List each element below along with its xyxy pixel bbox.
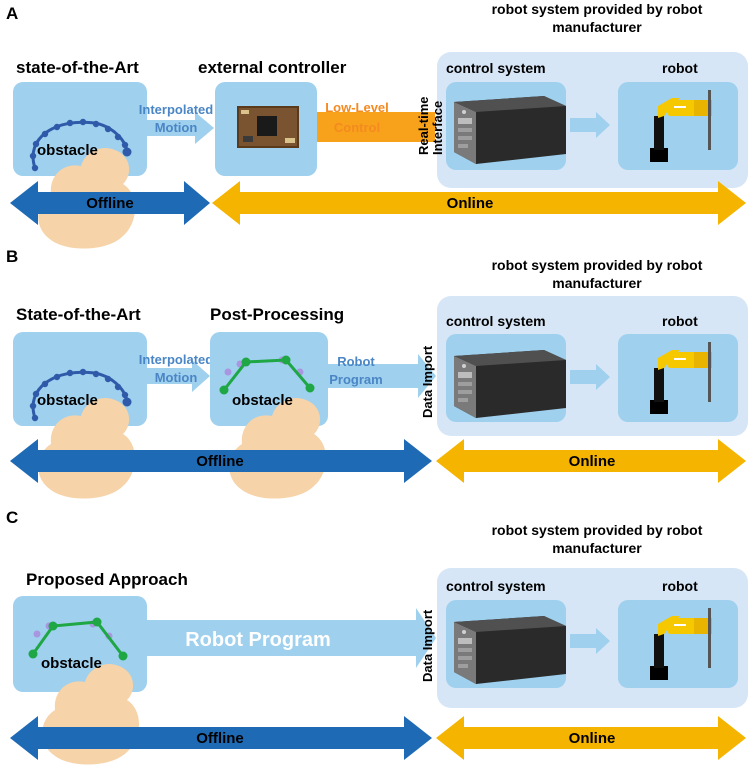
robot-system-title-a-line2: manufacturer [552, 19, 642, 35]
svg-text:Motion: Motion [155, 370, 198, 385]
post-processing-label: Post-Processing [210, 305, 344, 324]
control-system-box-a [446, 82, 566, 170]
robot-box-a [618, 82, 738, 170]
state-of-the-art-box-a: obstacle [13, 82, 147, 249]
green-path-b [219, 355, 315, 395]
svg-text:Real-time: Real-time [416, 96, 431, 155]
proposed-approach-box: obstacle [13, 596, 147, 765]
panel-letter-c: C [6, 508, 18, 527]
real-time-interface-label: Real-time Interface [416, 96, 445, 155]
state-of-the-art-label-a: state-of-the-Art [16, 58, 139, 77]
data-import-label-b: Data Import [420, 345, 435, 418]
control-to-robot-arrow-c [570, 628, 610, 654]
svg-text:Interpolated: Interpolated [139, 102, 213, 117]
robot-label-b: robot [662, 313, 698, 329]
panel-letter-b: B [6, 247, 18, 266]
robot-system-title-b-line2: manufacturer [552, 275, 642, 291]
panel-a: A robot system provided by robot manufac… [6, 1, 748, 249]
robot-label-c: robot [662, 578, 698, 594]
robot-program-arrow-b: Robot Program [328, 354, 436, 398]
svg-text:Interpolated: Interpolated [139, 352, 213, 367]
post-processing-box: obstacle [210, 332, 328, 499]
panel-letter-a: A [6, 4, 18, 23]
state-of-the-art-label-b: State-of-the-Art [16, 305, 141, 324]
control-system-label-a: control system [446, 60, 546, 76]
robot-system-title-c-line1: robot system provided by robot [492, 522, 703, 538]
robot-system-title-c-line2: manufacturer [552, 540, 642, 556]
external-controller-box [215, 82, 317, 176]
control-system-box-b [446, 334, 566, 422]
svg-text:Offline: Offline [86, 195, 134, 212]
svg-text:Low-Level: Low-Level [325, 100, 389, 115]
svg-text:Online: Online [447, 195, 494, 212]
obstacle-label-a: obstacle [37, 142, 98, 159]
svg-text:Robot: Robot [337, 354, 375, 369]
state-of-the-art-box-b: obstacle [13, 332, 147, 499]
online-arrow-b: Online [436, 439, 746, 483]
online-arrow-a: Online [212, 181, 746, 225]
control-system-box-c [446, 600, 566, 688]
online-arrow-c: Online [436, 716, 746, 760]
robot-system-title-a-line1: robot system provided by robot [492, 1, 703, 17]
low-level-control-arrow: Low-Level Control [317, 100, 435, 142]
robot-box-c [618, 600, 738, 688]
svg-text:Offline: Offline [196, 453, 244, 470]
obstacle-label-c: obstacle [41, 655, 102, 672]
control-system-label-b: control system [446, 313, 546, 329]
offline-arrow-a: Offline [10, 181, 210, 225]
controller-board-image [237, 106, 299, 148]
obstacle-label-b1: obstacle [37, 392, 98, 409]
robot-program-arrow-c: Robot Program [147, 608, 436, 668]
external-controller-label: external controller [198, 58, 347, 77]
svg-text:Offline: Offline [196, 730, 244, 747]
offline-arrow-c: Offline [10, 716, 432, 760]
svg-text:Robot Program: Robot Program [185, 629, 331, 651]
panel-b: B robot system provided by robot manufac… [6, 247, 748, 499]
robot-label-a: robot [662, 60, 698, 76]
svg-text:Interface: Interface [430, 101, 445, 155]
svg-text:Motion: Motion [155, 120, 198, 135]
svg-text:Online: Online [569, 730, 616, 747]
obstacle-label-b2: obstacle [232, 392, 293, 409]
robot-box-b [618, 334, 738, 422]
control-to-robot-arrow-b [570, 364, 610, 390]
offline-arrow-b: Offline [10, 439, 432, 483]
panel-c: C robot system provided by robot manufac… [6, 508, 748, 765]
proposed-approach-label: Proposed Approach [26, 570, 188, 589]
control-system-label-c: control system [446, 578, 546, 594]
svg-text:Control: Control [334, 120, 380, 135]
interpolated-motion-arrow-b: Interpolated Motion [139, 352, 213, 392]
data-import-label-c: Data Import [420, 609, 435, 682]
svg-text:Program: Program [329, 372, 382, 387]
svg-text:Online: Online [569, 453, 616, 470]
interpolated-motion-arrow-a: Interpolated Motion [139, 102, 214, 144]
green-path-c [28, 617, 128, 661]
control-to-robot-arrow-a [570, 112, 610, 138]
robot-system-title-b-line1: robot system provided by robot [492, 257, 703, 273]
